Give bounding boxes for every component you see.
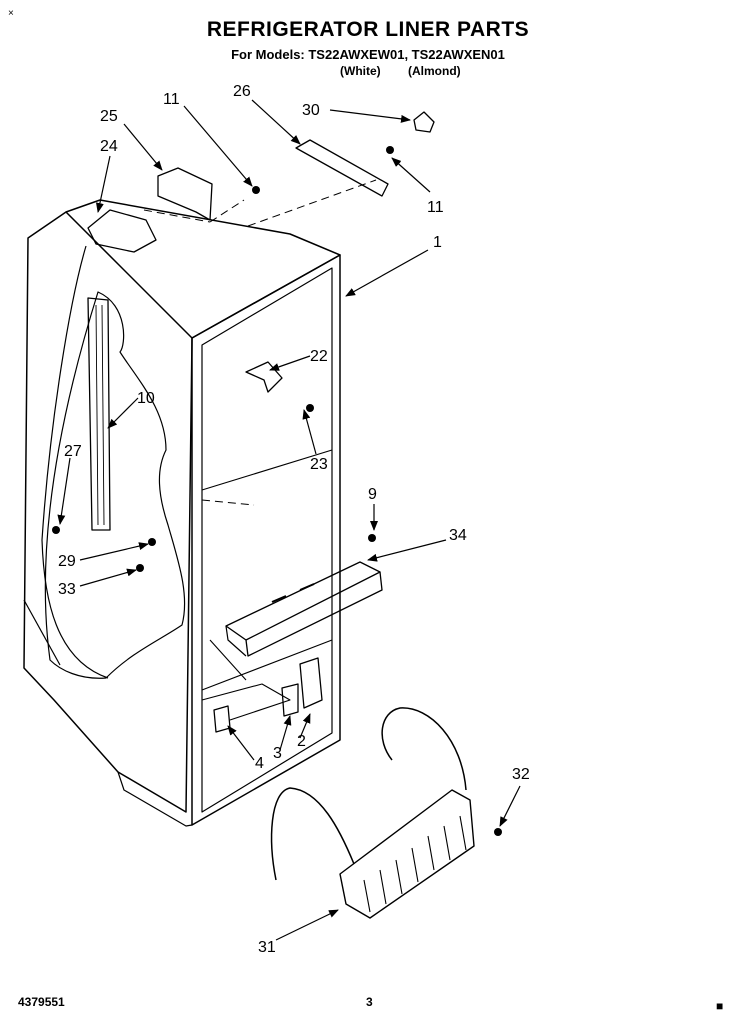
callout-24: 24 xyxy=(100,138,118,155)
screw-11-right xyxy=(386,146,394,154)
page-number: 3 xyxy=(366,995,373,1009)
light-channel-part xyxy=(87,297,111,531)
part-31-wire-right xyxy=(381,707,467,791)
part-25-bracket xyxy=(157,167,213,221)
liner-interior-cutaway xyxy=(44,291,186,679)
screw-23 xyxy=(306,404,314,412)
model-subtitle: For Models: TS22AWXEW01, TS22AWXEN01 xyxy=(231,47,505,62)
corner-mark: × xyxy=(8,8,14,19)
callout-32: 32 xyxy=(512,766,530,783)
callout-27: 27 xyxy=(64,443,82,460)
callout-26: 26 xyxy=(233,83,251,100)
screw-11-left xyxy=(252,186,260,194)
page-title: REFRIGERATOR LINER PARTS xyxy=(206,18,530,41)
callout-11-top-right: 11 xyxy=(427,199,444,216)
liner-front-frame xyxy=(191,254,341,826)
part-30-clip xyxy=(413,111,435,133)
screw-27 xyxy=(52,526,60,534)
callout-33: 33 xyxy=(58,581,76,598)
part-3-bracket xyxy=(281,683,299,717)
part-22-bracket xyxy=(245,361,283,393)
variant-almond-label: (Almond) xyxy=(408,64,461,78)
part-4-bracket xyxy=(213,705,231,733)
corner-registration-mark: ■ xyxy=(716,999,724,1013)
callout-4: 4 xyxy=(255,755,264,772)
callout-31: 31 xyxy=(258,939,276,956)
part-2-bracket xyxy=(299,657,323,709)
callout-9: 9 xyxy=(368,486,377,503)
callout-10: 10 xyxy=(137,390,155,407)
callout-11-top-left: 11 xyxy=(163,91,180,108)
part-31-wire-left xyxy=(270,787,355,881)
part-9-clip xyxy=(368,534,376,542)
variant-white-label: (White) xyxy=(340,64,381,78)
part-24-housing xyxy=(87,209,157,253)
document-number: 4379551 xyxy=(18,995,65,1009)
callout-3: 3 xyxy=(273,745,282,762)
callout-30: 30 xyxy=(302,102,320,119)
callout-23: 23 xyxy=(310,456,328,473)
part-33-bulb xyxy=(136,564,144,572)
part-26-rail xyxy=(295,139,389,197)
callout-29: 29 xyxy=(58,553,76,570)
part-29-socket xyxy=(148,538,156,546)
callout-22: 22 xyxy=(310,348,328,365)
callout-1: 1 xyxy=(433,234,442,251)
callout-2: 2 xyxy=(297,733,306,750)
callout-34: 34 xyxy=(449,527,467,544)
part-31-pan xyxy=(339,789,475,919)
liner-left-side xyxy=(23,211,193,813)
wire-harness xyxy=(41,245,109,679)
screw-32 xyxy=(494,828,502,836)
callout-25: 25 xyxy=(100,108,118,125)
liner-front-opening xyxy=(201,267,333,813)
